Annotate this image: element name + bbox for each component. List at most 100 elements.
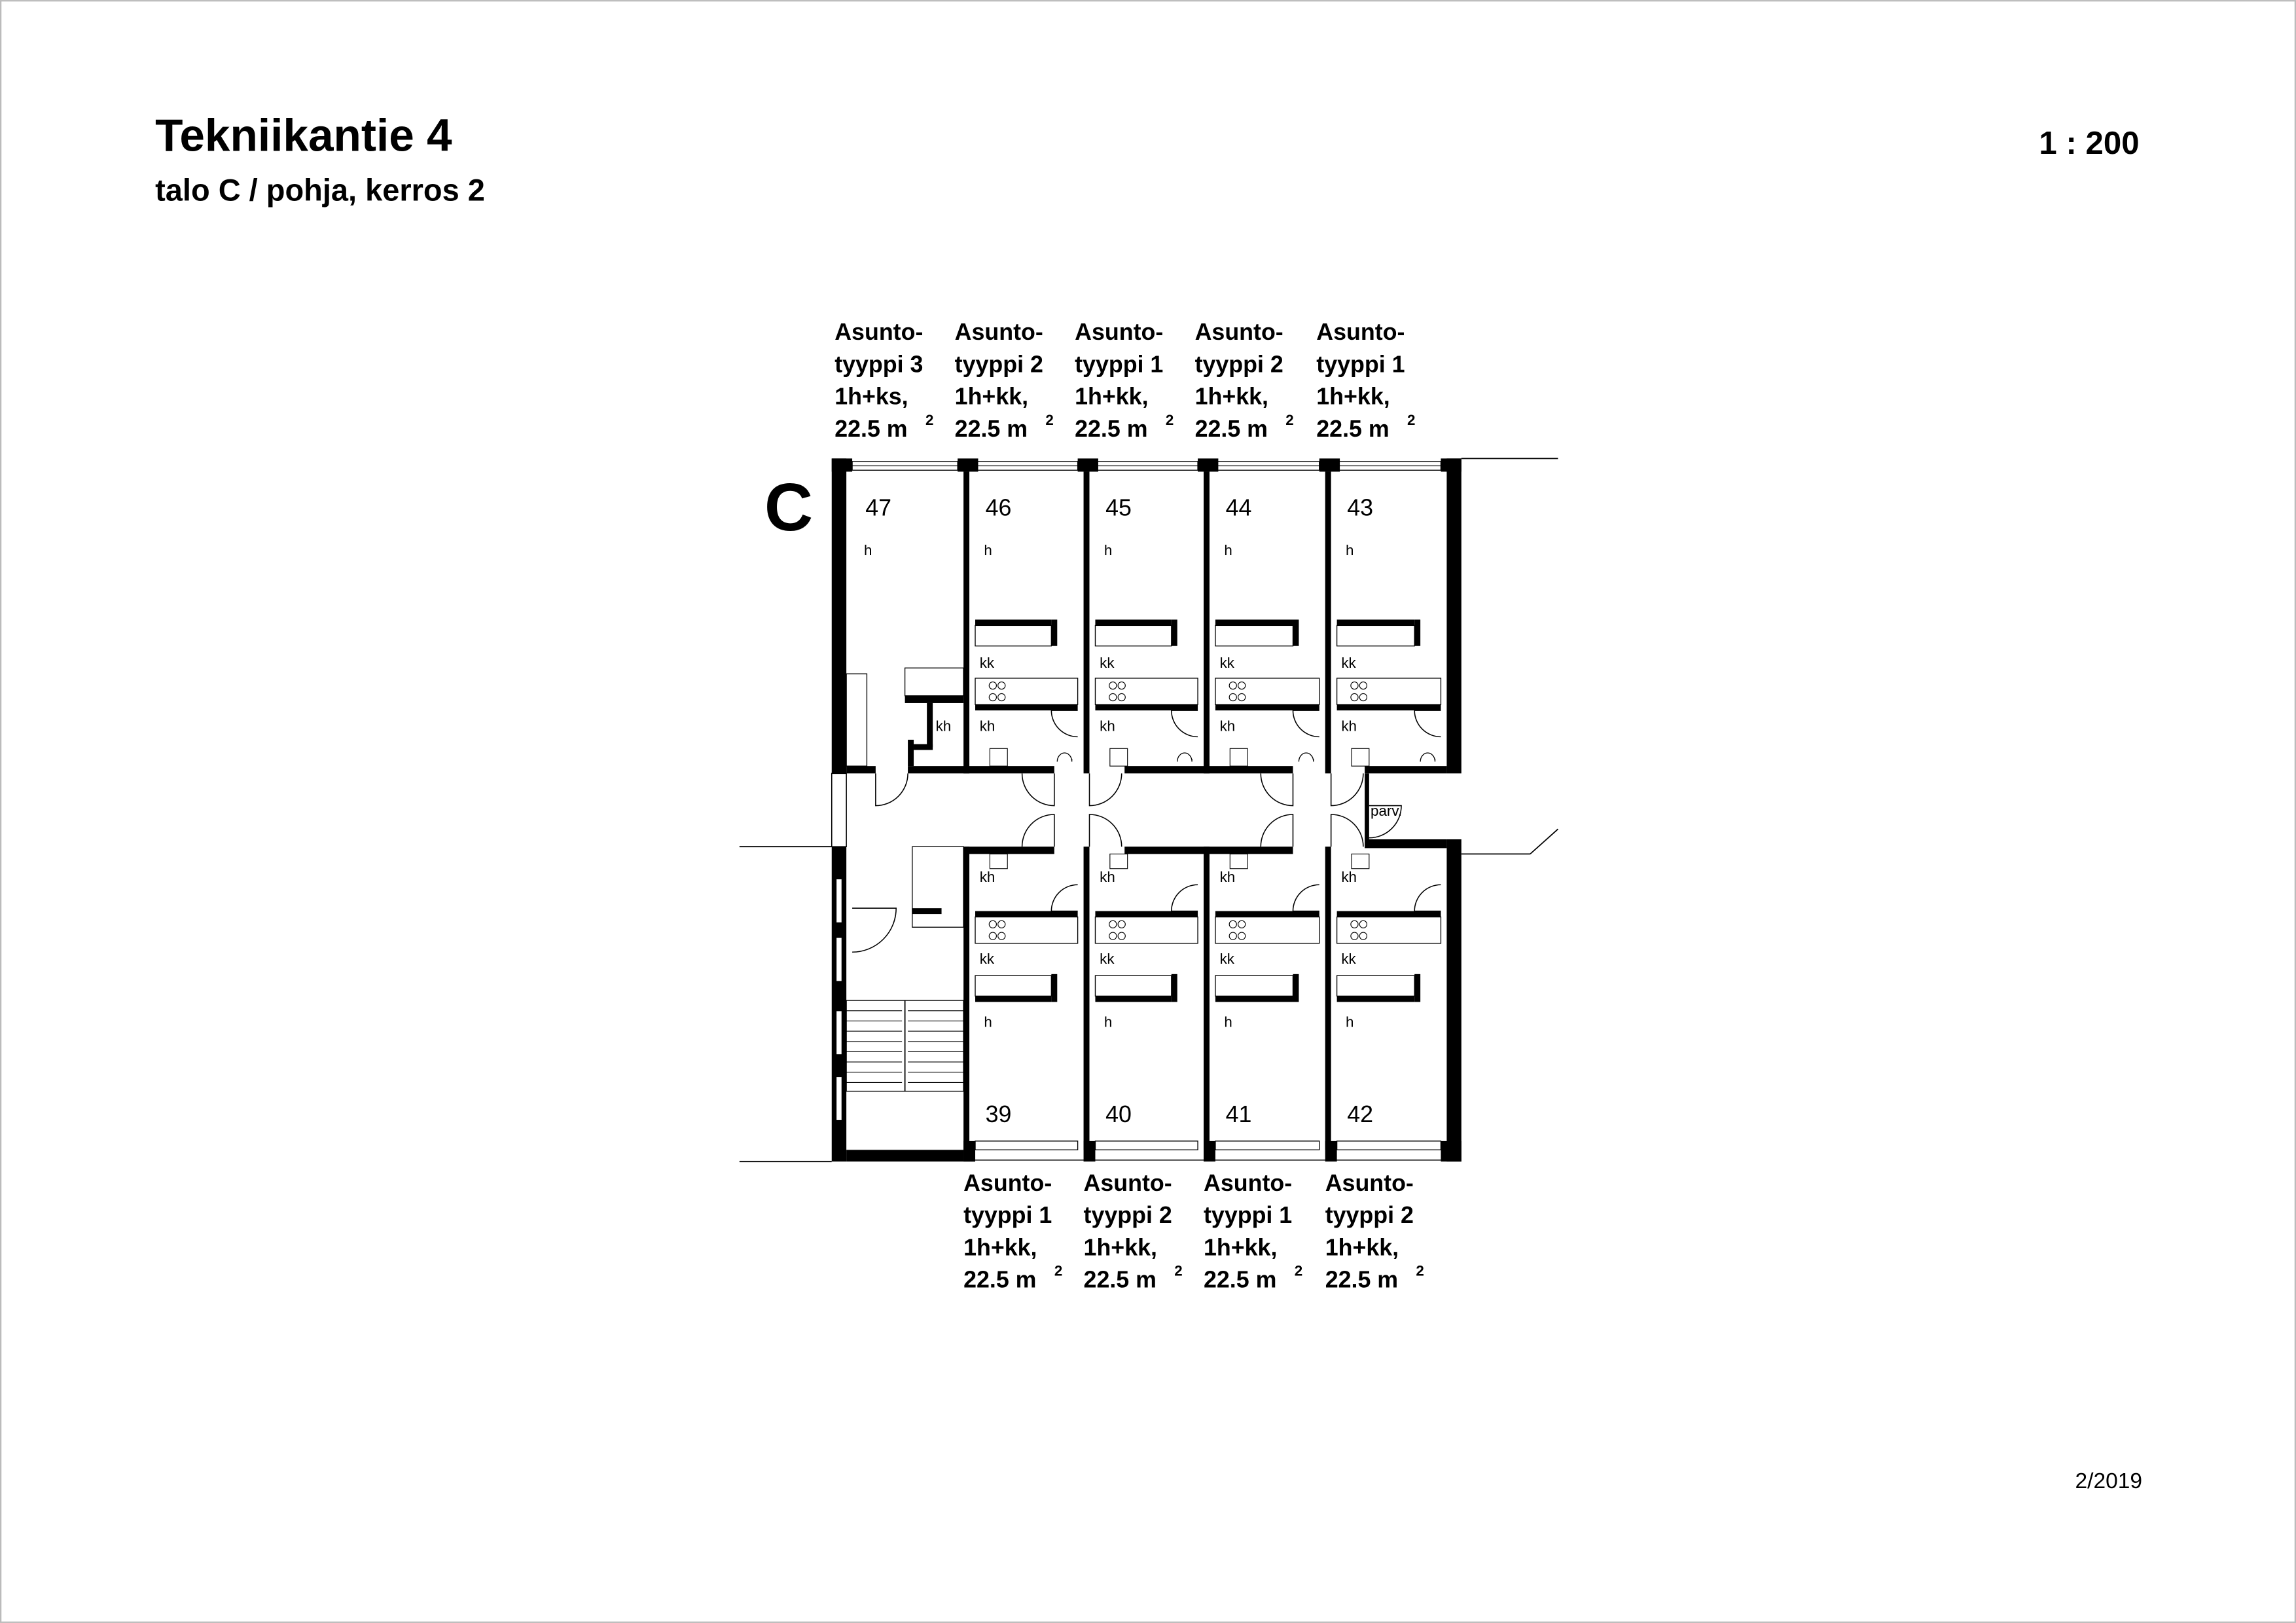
- room-label-bathroom: kh: [1220, 718, 1236, 734]
- kitchen-counter: [1336, 916, 1442, 944]
- wardrobe: [975, 625, 1052, 647]
- bath-wall: [1215, 704, 1319, 711]
- unit-type-line: Asunto-: [955, 319, 1043, 345]
- unit-type-line: 1h+kk,: [1075, 384, 1148, 410]
- stove-burner: [1109, 932, 1117, 940]
- unit-type-line: tyyppi 2: [1325, 1202, 1414, 1228]
- stove-burner: [1117, 920, 1126, 928]
- toilet-icon: [1420, 752, 1436, 762]
- unit-area: 22.5 m: [1325, 1267, 1398, 1293]
- door-swing: [1050, 884, 1078, 912]
- unit-type-line: 1h+kk,: [955, 384, 1028, 410]
- door-swing: [1414, 710, 1441, 738]
- cabinet-wall: [1293, 974, 1299, 1002]
- sink-icon: [1351, 853, 1370, 869]
- door-swing: [1088, 814, 1122, 847]
- bath-wall: [1215, 911, 1319, 917]
- stove-burner: [997, 693, 1006, 702]
- window: [975, 1140, 1079, 1150]
- stove-burner: [1117, 693, 1126, 702]
- plan-title: Tekniikantie 4: [155, 110, 452, 161]
- unit-area-superscript: 2: [1174, 1263, 1182, 1279]
- unit-type-line: tyyppi 2: [1195, 351, 1283, 377]
- unit-number: 44: [1226, 495, 1252, 521]
- unit-area-superscript: 2: [925, 412, 933, 428]
- window: [1336, 1140, 1442, 1150]
- stove-burner: [1238, 693, 1246, 702]
- unit-number: 41: [1226, 1101, 1252, 1127]
- room-label-kitchen: kk: [1341, 951, 1356, 967]
- bath-wall: [975, 911, 1078, 917]
- unit-type-line: 1h+kk,: [1084, 1234, 1157, 1260]
- unit-type-line: tyyppi 1: [1075, 351, 1163, 377]
- room-label-living: h: [984, 1013, 992, 1030]
- wardrobe: [1094, 625, 1172, 647]
- wardrobe: [1215, 625, 1294, 647]
- unit-type-line: Asunto-: [963, 1170, 1052, 1196]
- unit-number: 43: [1347, 495, 1373, 521]
- sink-icon: [1109, 853, 1128, 869]
- unit-type-line: tyyppi 1: [1316, 351, 1405, 377]
- toilet-icon: [1298, 752, 1314, 762]
- corridor-window: [831, 773, 847, 847]
- window: [835, 878, 843, 924]
- stove-burner: [1238, 932, 1246, 940]
- unit-number: 45: [1105, 495, 1132, 521]
- west-wall-south: [831, 847, 847, 1162]
- unit-type-line: Asunto-: [1325, 1170, 1414, 1196]
- room-label-bathroom: kh: [1100, 869, 1115, 885]
- unit-number: 47: [865, 495, 891, 521]
- unit-type-line: Asunto-: [1316, 319, 1405, 345]
- scale-label: 1 : 200: [2039, 125, 2139, 161]
- room-label-living: h: [1224, 542, 1232, 558]
- room-label-kitchen: kk: [1220, 655, 1235, 671]
- stair-landing: [846, 673, 868, 767]
- stove-burner: [1117, 932, 1126, 940]
- room-label-living: h: [1346, 1013, 1354, 1030]
- wardrobe: [1336, 625, 1415, 647]
- facade-pier: [1441, 1140, 1462, 1162]
- room-label-kitchen: kk: [1341, 655, 1356, 671]
- door-swing: [1171, 884, 1198, 912]
- corridor-wall: [1365, 766, 1447, 774]
- stove-burner: [1238, 681, 1246, 690]
- cabinet-wall: [1051, 974, 1058, 1002]
- stove-burner: [1359, 932, 1368, 940]
- east-wall-south: [1446, 839, 1462, 1162]
- window: [835, 1010, 843, 1055]
- unit-number: 39: [986, 1101, 1012, 1127]
- cabinet-wall: [1336, 996, 1415, 1002]
- party-wall: [1325, 471, 1331, 774]
- room-label-kitchen: kk: [1100, 655, 1115, 671]
- window: [835, 937, 843, 982]
- corridor-wall: [1124, 766, 1293, 774]
- unit-area-superscript: 2: [1045, 412, 1053, 428]
- cabinet-wall: [1414, 974, 1421, 1002]
- party-wall: [1204, 847, 1210, 1150]
- unit-area: 22.5 m: [963, 1267, 1036, 1293]
- kitchenette: [904, 667, 964, 697]
- building-letter: C: [764, 469, 813, 545]
- stove-burner: [1359, 920, 1368, 928]
- room-label-bathroom: kh: [980, 869, 996, 885]
- bath-wall: [914, 744, 933, 750]
- cabinet-wall: [975, 996, 1052, 1002]
- cabinet-wall: [1215, 619, 1293, 626]
- unit-area: 22.5 m: [1075, 416, 1147, 442]
- plan-subtitle: talo C / pohja, kerros 2: [155, 173, 485, 208]
- bath-wall: [927, 702, 933, 748]
- window: [1094, 1140, 1198, 1150]
- door-swing: [1414, 884, 1441, 912]
- unit-area-superscript: 2: [1166, 412, 1174, 428]
- unit-type-line: 1h+kk,: [1325, 1234, 1399, 1260]
- cabinet-wall: [1095, 619, 1172, 626]
- bath-wall: [975, 704, 1078, 711]
- west-wall-north: [831, 458, 847, 774]
- stove-burner: [1238, 920, 1246, 928]
- sink-icon: [1351, 748, 1370, 767]
- east-wall-north: [1446, 458, 1462, 774]
